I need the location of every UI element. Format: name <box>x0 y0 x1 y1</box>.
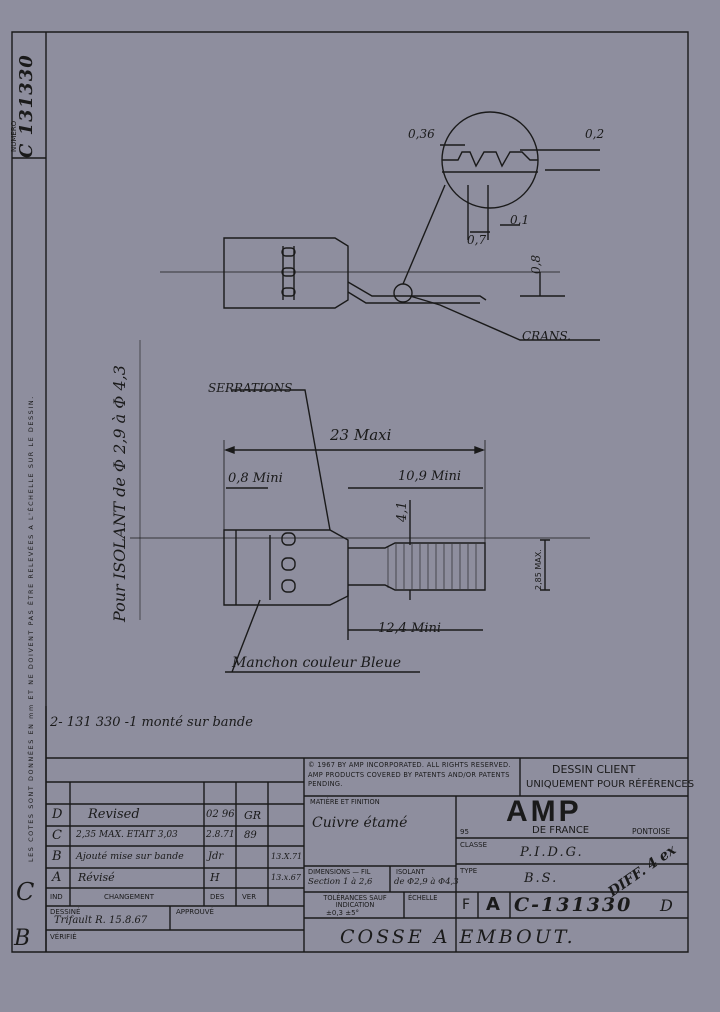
label-manchon: Manchon couleur Bleue <box>232 655 402 671</box>
rev-header-des: DES <box>210 893 225 901</box>
rev-d-des: 02 96 <box>206 809 235 820</box>
drawing-title: COSSE A EMBOUT. <box>340 926 576 948</box>
dim-285: 2,85 MAX. <box>534 549 543 590</box>
margin-mark-b: B <box>14 926 31 951</box>
isolant-value: de Φ2,9 à Φ4,3 <box>394 877 459 887</box>
dim-08-mini: 0,8 Mini <box>228 471 283 486</box>
rev-b-change: Ajouté mise sur bande <box>76 851 184 862</box>
rev-a-des: H <box>210 871 220 884</box>
dim-124: 12,4 Mini <box>378 621 442 636</box>
note-bande: 2- 131 330 -1 monté sur bande <box>50 715 253 730</box>
rev-a-ind: A <box>52 870 62 885</box>
rev-c-change: 2,35 MAX. ETAIT 3,03 <box>76 830 178 840</box>
classe-value: P.I.D.G. <box>520 845 584 860</box>
rev-c-ind: C <box>52 828 62 843</box>
dim-07: 0,7 <box>467 233 487 247</box>
rev-b-ver: 13.X.71 <box>271 852 303 861</box>
isolant-label: ISOLANT <box>396 868 425 876</box>
classe-label: CLASSE <box>460 841 488 849</box>
dimensions-value: Section 1 à 2,6 <box>308 877 373 887</box>
margin-mark-c: C <box>16 878 35 906</box>
doc-number: C-131330 <box>514 894 633 916</box>
sleeve-main <box>223 529 349 606</box>
side-notice: LES COTES SONT DONNÉES EN mm ET NE DOIVE… <box>27 395 35 862</box>
tolerance-values: ±0,3 ±5° <box>326 909 360 917</box>
de-france: DE FRANCE <box>532 825 590 836</box>
serrations-leader <box>232 389 331 531</box>
label-crans: CRANS. <box>522 329 571 343</box>
dessine-value: Trifault R. 15.8.67 <box>54 915 148 926</box>
dim-08: 0,8 <box>529 254 543 274</box>
rev-header-ind: IND <box>50 893 63 901</box>
echelle-label: ÉCHELLE <box>408 894 438 902</box>
dessin-client-2: UNIQUEMENT POUR RÉFÉRENCES <box>526 779 695 790</box>
rev-c-des: 2.8.71 <box>206 830 235 840</box>
label-isolant: Pour ISOLANT de Φ 2,9 à Φ 4,3 <box>110 365 129 622</box>
rev-d-change: Revised <box>88 807 140 822</box>
dim-01: 0,1 <box>510 213 530 227</box>
dimensions-label: DIMENSIONS — FIL <box>308 868 371 876</box>
dim-23: 23 Maxi <box>330 426 392 444</box>
serration-hatch <box>387 544 477 589</box>
pontoise: PONTOISE <box>632 827 671 836</box>
dessine-label: DESSINÉ <box>50 908 81 916</box>
label-serrations: SERRATIONS <box>208 381 293 395</box>
rev-a-ver: 13.x.67 <box>271 873 301 882</box>
rev-b-ind: B <box>52 849 62 864</box>
rev-b-des: Jdr <box>208 851 224 862</box>
format-value: A <box>486 894 500 915</box>
rev-c-ver: 89 <box>244 830 257 841</box>
dim-02: 0,2 <box>585 127 605 141</box>
amp-logo: AMP <box>506 795 582 828</box>
verifie-label: VÉRIFIÉ <box>50 933 77 941</box>
matiere-label: MATIÈRE ET FINITION <box>310 798 380 806</box>
rev-header-ver: VER <box>242 893 257 901</box>
rev-a-change: Révisé <box>78 871 115 884</box>
num-95: 95 <box>460 828 469 836</box>
type-label: TYPE <box>460 867 478 875</box>
format-label: F <box>462 897 471 913</box>
matiere-value: Cuivre étamé <box>312 815 408 831</box>
numero-value: C 131330 <box>16 54 37 158</box>
dim-41: 4,1 <box>395 501 410 522</box>
rev-header-change: CHANGEMENT <box>104 893 154 901</box>
approuve-label: APPROUVÉ <box>176 908 214 916</box>
copyright: © 1967 BY AMP INCORPORATED. ALL RIGHTS R… <box>308 761 511 789</box>
tolerances-label: TOLÉRANCES SAUF INDICATION <box>323 894 387 910</box>
rev-d-ver: GR <box>244 809 262 822</box>
dessin-client-1: DESSIN CLIENT <box>552 763 636 776</box>
dim-036: 0,36 <box>408 127 435 141</box>
outer-frame <box>11 31 689 953</box>
rev-d-ind: D <box>52 807 63 822</box>
type-value: B.S. <box>524 871 559 886</box>
rev-letter: D <box>660 896 673 915</box>
sleeve-top <box>223 237 349 309</box>
dim-109: 10,9 Mini <box>398 469 462 484</box>
